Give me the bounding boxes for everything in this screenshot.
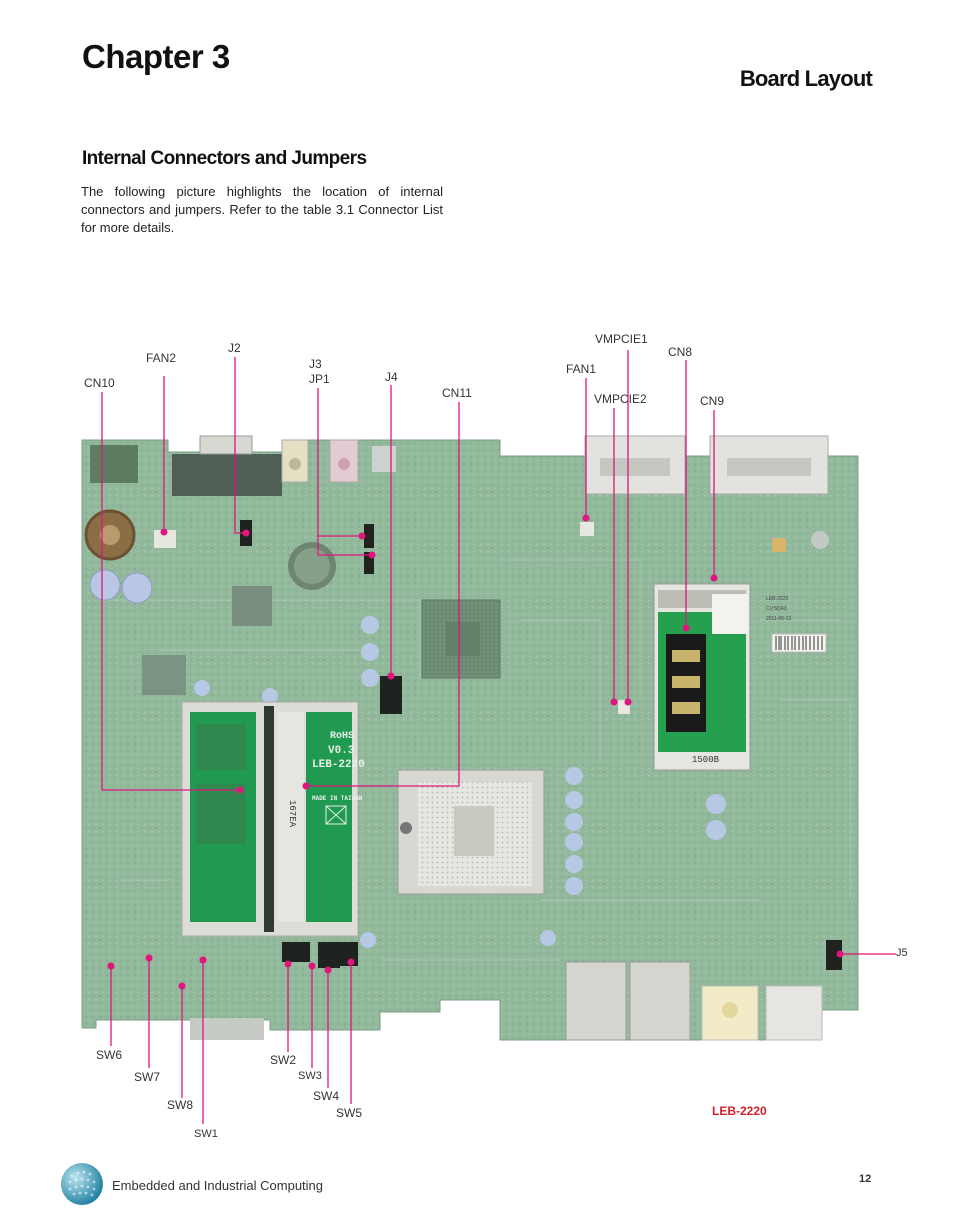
label-j2: J2 — [228, 341, 241, 355]
label-sw6: SW6 — [96, 1048, 122, 1062]
card-label-model: LEB-2220 — [766, 596, 788, 602]
chipset — [421, 599, 501, 679]
subheading: Internal Connectors and Jumpers — [82, 148, 367, 169]
sodimm-slots: RoHS V0.3 LEB-2220 MADE IN TAIWAN 167EA — [181, 701, 365, 937]
label-jp1: JP1 — [309, 372, 330, 386]
rear-io-connectors — [90, 435, 829, 496]
label-sw8: SW8 — [167, 1098, 193, 1112]
footer-text: Embedded and Industrial Computing — [112, 1178, 324, 1193]
label-j3: J3 — [309, 357, 322, 371]
label-cn11: CN11 — [442, 386, 472, 400]
sodimm-part-code: 167EA — [287, 800, 297, 828]
card-label-code: 1500B — [692, 755, 720, 765]
label-sw1: SW1 — [194, 1128, 218, 1140]
callout-markers — [107, 514, 844, 990]
callout-lines — [101, 350, 896, 1124]
label-fan2: FAN2 — [146, 351, 176, 365]
page-number: 12 — [859, 1173, 872, 1185]
label-cn10: CN10 — [84, 376, 115, 390]
callout-labels: CN10 FAN2 J2 J3 JP1 J4 CN11 FAN1 VMPCIE1… — [84, 332, 908, 1140]
power-components — [84, 509, 829, 948]
label-sw5: SW5 — [336, 1106, 362, 1120]
bottom-connectors — [190, 961, 823, 1041]
label-sw4: SW4 — [313, 1089, 339, 1103]
label-cn9: CN9 — [700, 394, 724, 408]
intro-paragraph: The following picture highlights the loc… — [81, 184, 443, 235]
sodimm-version: V0.3 — [328, 745, 355, 757]
label-fan1: FAN1 — [566, 362, 596, 376]
label-j5: J5 — [896, 947, 908, 959]
label-cn8: CN8 — [668, 345, 692, 359]
company-logo-icon — [61, 1163, 103, 1205]
label-sw3: SW3 — [298, 1070, 322, 1082]
card-label-date: 2011-06-13 — [766, 616, 791, 622]
cpu-socket — [397, 769, 545, 895]
label-sw7: SW7 — [134, 1070, 160, 1084]
board-headers — [154, 520, 842, 970]
sodimm-made-in: MADE IN TAIWAN — [312, 795, 363, 802]
sodimm-model: LEB-2220 — [312, 759, 365, 771]
model-label: LEB-2220 — [712, 1104, 767, 1118]
chapter-title: Chapter 3 — [82, 38, 230, 75]
label-vmpcie1: VMPCIE1 — [595, 332, 648, 346]
sodimm-rohs-mark: RoHS — [330, 731, 354, 742]
label-j4: J4 — [385, 370, 398, 384]
label-sw2: SW2 — [270, 1053, 296, 1067]
label-vmpcie2: VMPCIE2 — [594, 392, 647, 406]
section-title: Board Layout — [739, 66, 873, 91]
card-label-cv: CV:5DA3 — [766, 606, 787, 612]
mini-card: LEB-2220 CV:5DA3 2011-06-13 1500B — [653, 583, 827, 771]
